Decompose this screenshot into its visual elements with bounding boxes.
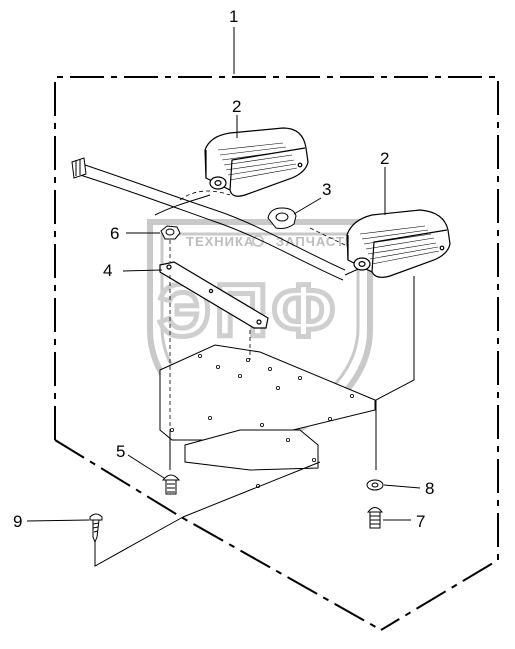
assembly-lines <box>169 190 346 430</box>
kit-boundary <box>54 76 499 631</box>
callout-7: 7 <box>416 512 425 531</box>
callout-3: 3 <box>322 180 331 199</box>
light-lens-grid <box>359 225 440 265</box>
callout-5: 5 <box>116 442 125 461</box>
cable-clip <box>267 207 297 229</box>
callout-2-right-light: 2 <box>380 149 389 168</box>
washer <box>366 479 384 491</box>
hex-nut <box>160 225 181 240</box>
watermark-text-right: ЗАПЧАСТИ <box>276 234 355 249</box>
mounting-plate-left <box>159 344 376 441</box>
plate-holes <box>169 353 354 488</box>
callout-4: 4 <box>103 261 112 280</box>
bolt-right <box>366 507 384 529</box>
callout-6: 6 <box>110 224 119 243</box>
callout-9: 9 <box>13 512 22 531</box>
light-lens-grid <box>217 142 298 181</box>
callout-leaders <box>26 27 421 522</box>
callout-1: 1 <box>229 7 238 26</box>
bolt-left <box>161 474 181 495</box>
work-light-left <box>204 127 309 197</box>
mounting-plate-bracket <box>184 429 319 471</box>
watermark-text-left: ТЕХНИКА <box>186 234 254 249</box>
work-light-right <box>346 209 451 278</box>
harness-connector <box>71 157 87 179</box>
callout-8: 8 <box>425 479 434 498</box>
callout-labels: 1 2 2 3 4 5 6 7 8 9 <box>13 7 434 531</box>
mounting-bar <box>159 261 269 329</box>
callout-2-left-light: 2 <box>232 97 241 116</box>
fastener-paths <box>94 276 415 567</box>
wood-screw <box>89 513 103 544</box>
